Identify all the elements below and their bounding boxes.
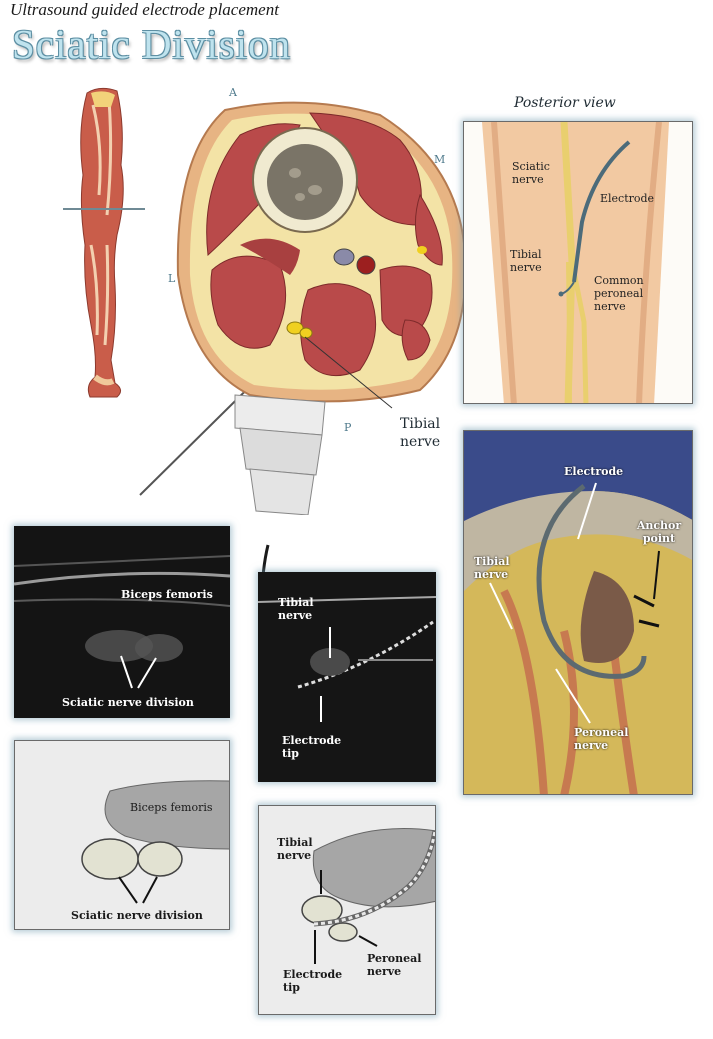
pv-sciatic-label: Sciatic nerve [512, 160, 550, 186]
sketch-right-panel: Tibial nerve Electrode tip Peroneal nerv… [258, 805, 436, 1015]
orientation-p: P [344, 421, 352, 434]
us-right-tibial-label: Tibial nerve [278, 596, 314, 622]
sketch-right-tibial-label: Tibial nerve [277, 836, 313, 862]
sketch-right-tip-label: Electrode tip [283, 968, 343, 994]
tibial-nerve-label-line2: nerve [400, 434, 441, 450]
posterior-view-panel: Sciatic nerve Electrode Tibial nerve Com… [463, 121, 693, 404]
tibial-nerve-label-line1: Tibial [400, 416, 441, 432]
orientation-m: M [434, 153, 446, 166]
orientation-l: L [168, 272, 176, 285]
posterior-view-heading: Posterior view [514, 95, 616, 111]
dissection-photo-panel: Electrode Anchor point Tibial nerve Pero… [463, 430, 693, 795]
tibial-nerve-label: Tibial nerve [400, 415, 440, 451]
orientation-a: A [229, 86, 237, 99]
photo-electrode-label: Electrode [564, 465, 624, 478]
page-subtitle: Ultrasound guided electrode placement [10, 0, 279, 19]
us-left-division-label: Sciatic nerve division [62, 696, 194, 709]
leg-illustration [55, 85, 155, 405]
photo-tibial-label: Tibial nerve [474, 555, 510, 581]
pv-common-peroneal-label: Common peroneal nerve [594, 274, 644, 313]
sketch-right-peroneal-label: Peroneal nerve [367, 952, 422, 978]
ultrasound-right-panel: Tibial nerve Electrode tip [258, 572, 436, 782]
us-left-muscle-label: Biceps femoris [121, 588, 213, 601]
ultrasound-left-panel: Biceps femoris Sciatic nerve division [14, 526, 230, 718]
cut-line [63, 208, 145, 210]
sketch-left-muscle-label: Biceps femoris [130, 801, 213, 814]
sketch-left-panel: Biceps femoris Sciatic nerve division [14, 740, 230, 930]
photo-anchor-label: Anchor point [636, 519, 682, 545]
us-right-tip-label: Electrode tip [282, 734, 342, 760]
photo-peroneal-label: Peroneal nerve [574, 726, 629, 752]
cross-section-illustration: A M L P Tibial nerve [130, 86, 480, 515]
pv-tibial-label: Tibial nerve [510, 248, 542, 274]
pv-electrode-label: Electrode [600, 192, 655, 205]
page-title: Sciatic Division [12, 21, 292, 67]
sketch-left-division-label: Sciatic nerve division [71, 909, 203, 922]
